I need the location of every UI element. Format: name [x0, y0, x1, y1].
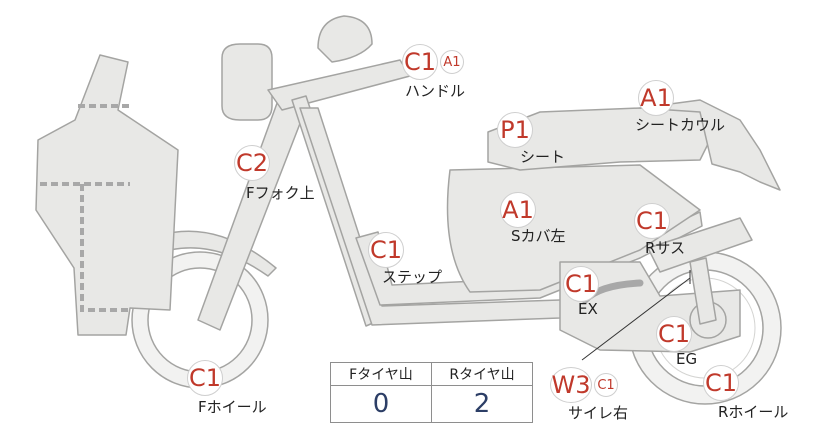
grade-badge: C1 — [402, 44, 438, 80]
cowl-dashed-line — [40, 104, 130, 312]
grade-badge: W3 — [550, 367, 592, 403]
marker-seat: P1 — [497, 112, 533, 148]
marker-step: C1 — [368, 232, 404, 268]
rear-suspension — [647, 217, 753, 273]
front-tread-value: 0 — [330, 385, 432, 423]
marker-f-fork: C2 — [234, 145, 270, 181]
rear-tread-header: Rタイヤ山 — [431, 362, 533, 386]
front-tread-header: Fタイヤ山 — [330, 362, 432, 386]
label-seat-cowl: シートカウル — [635, 116, 726, 134]
marker-seat-cowl: A1 — [638, 80, 674, 116]
marker-r-sus: C1 — [634, 203, 670, 239]
handlebar — [267, 59, 411, 111]
seat-cowl — [639, 99, 781, 191]
headlight — [221, 43, 273, 121]
mirror — [317, 15, 373, 63]
marker-eg: C1 — [656, 316, 692, 352]
rear-suspension-rod — [689, 257, 717, 325]
label-ex: EX — [578, 300, 598, 318]
label-r-sus: Rサス — [645, 239, 686, 257]
leader-line — [581, 277, 691, 361]
marker-f-wheel: C1 — [187, 360, 223, 396]
rear-tread-value: 2 — [431, 385, 533, 423]
grade-badge: C1 — [563, 266, 599, 302]
marker-handle: C1 A1 — [402, 44, 464, 80]
sub-grade-badge: C1 — [594, 373, 618, 397]
label-seat: シート — [520, 148, 566, 166]
marker-s-cover: A1 — [500, 192, 536, 228]
label-f-fork: Fフォク上 — [246, 184, 315, 202]
grade-badge: P1 — [497, 112, 533, 148]
label-eg: EG — [676, 350, 698, 368]
label-step: ステップ — [382, 268, 443, 286]
label-f-wheel: Fホイール — [198, 398, 267, 416]
grade-badge: C1 — [187, 360, 223, 396]
grade-badge: A1 — [500, 192, 536, 228]
grade-badge: C1 — [368, 232, 404, 268]
marker-r-wheel: C1 — [703, 365, 739, 401]
grade-badge: A1 — [638, 80, 674, 116]
grade-badge: C1 — [703, 365, 739, 401]
front-cowl — [35, 54, 179, 336]
grade-badge: C1 — [656, 316, 692, 352]
seat — [487, 107, 713, 171]
label-muffler: サイレ右 — [568, 404, 629, 422]
sub-grade-badge: A1 — [440, 50, 464, 74]
grade-badge: C1 — [634, 203, 670, 239]
marker-ex: C1 — [563, 266, 599, 302]
tire-tread-table: Fタイヤ山 Rタイヤ山 0 2 — [330, 362, 533, 423]
marker-muffler: W3 C1 — [550, 367, 618, 403]
label-r-wheel: Rホイール — [718, 403, 789, 421]
grade-badge: C2 — [234, 145, 270, 181]
label-handle: ハンドル — [405, 82, 466, 100]
label-s-cover: Sカバ左 — [511, 227, 566, 245]
